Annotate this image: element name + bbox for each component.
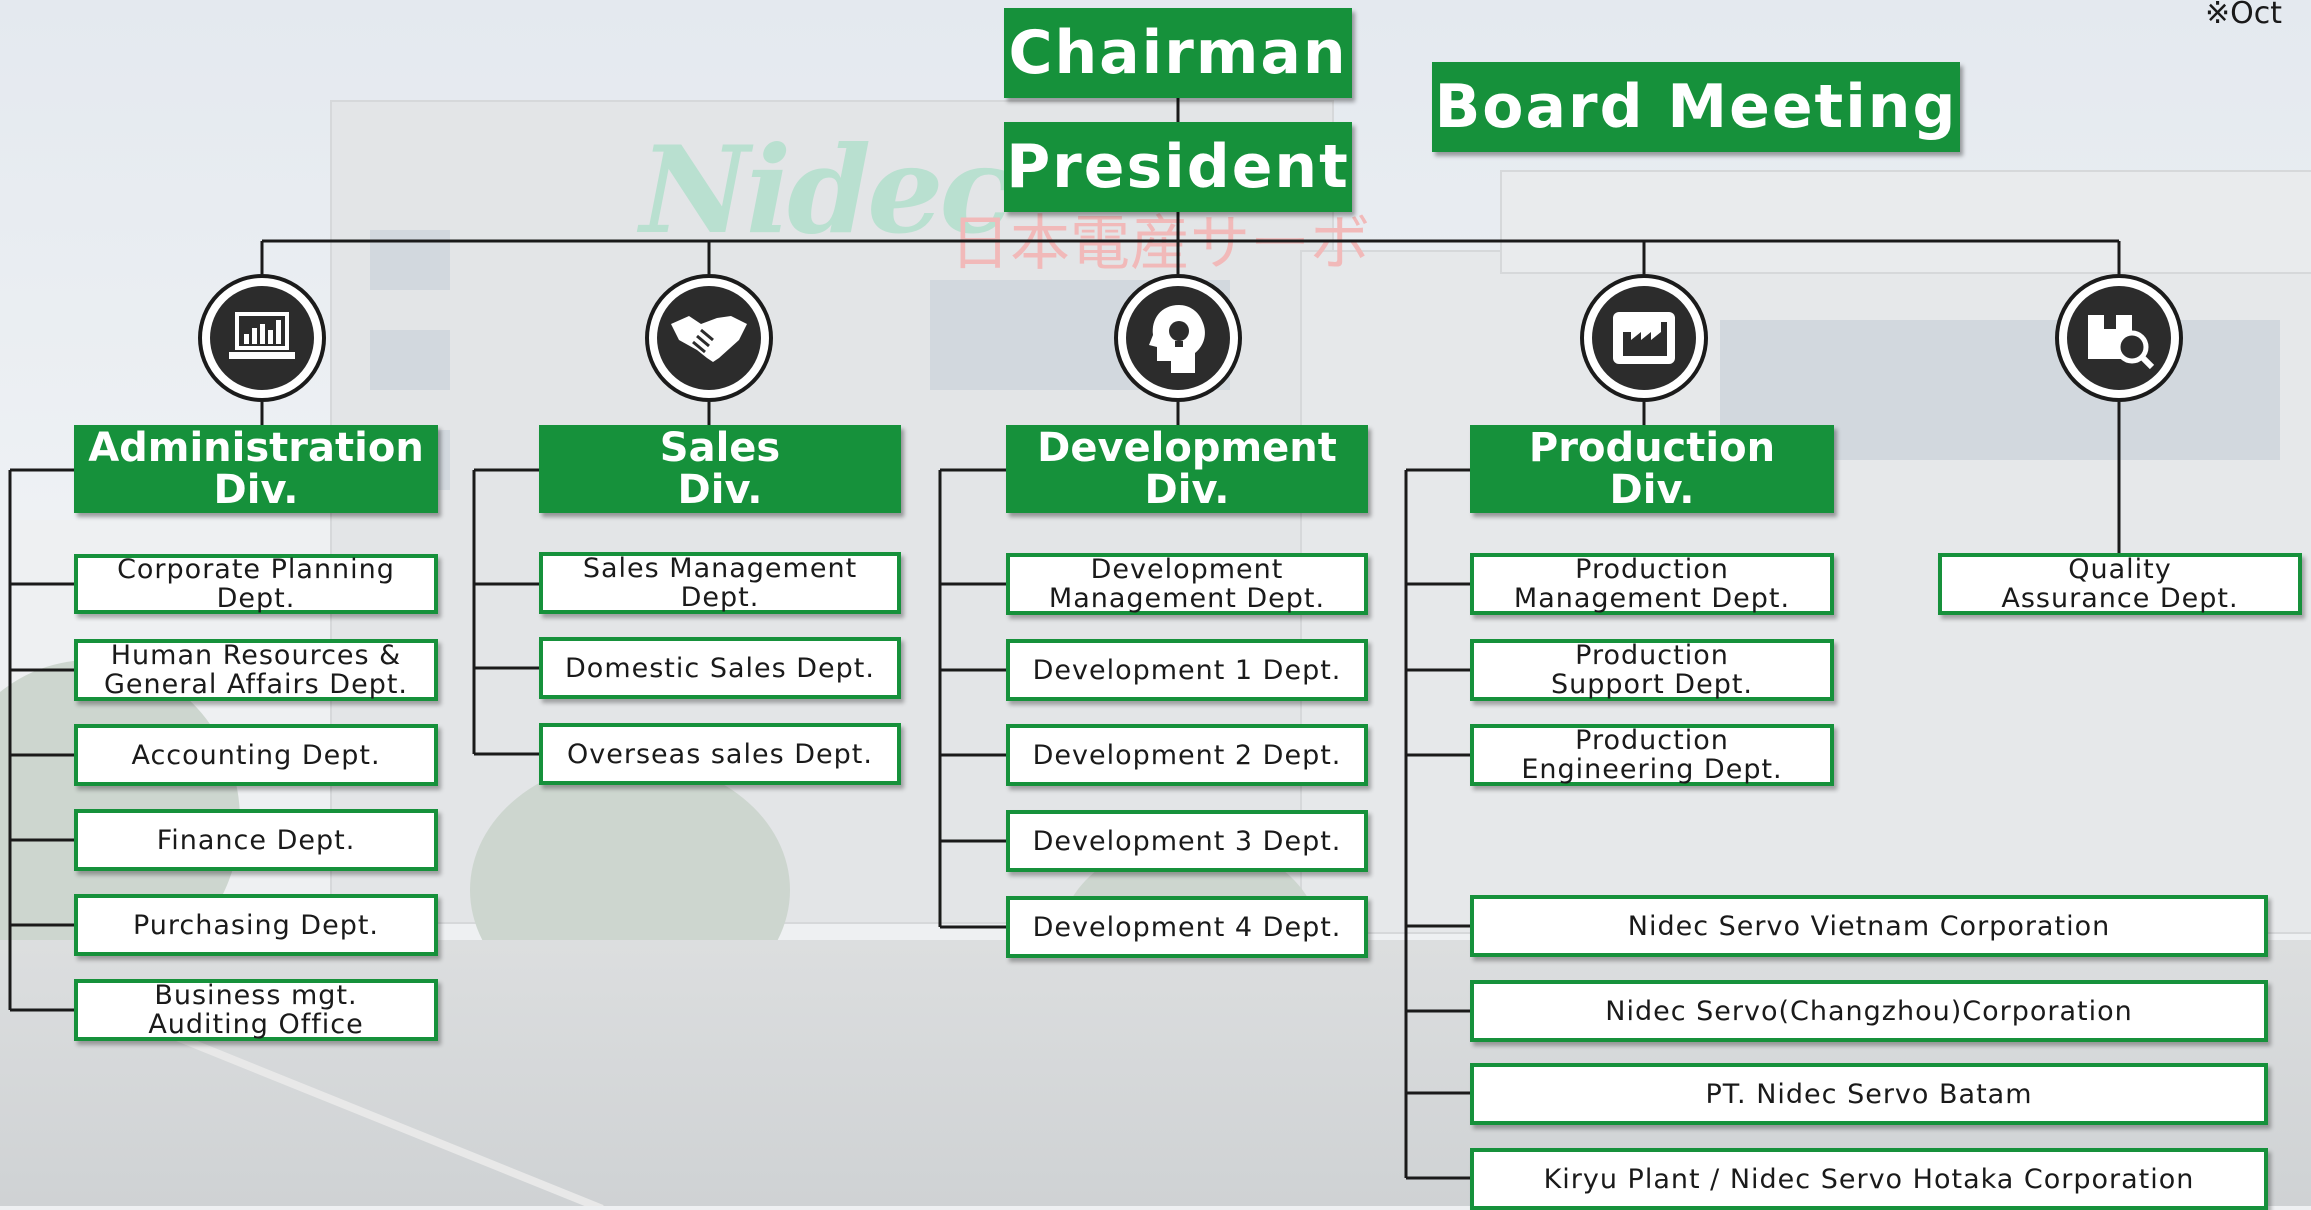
production-div-title-2: Div.	[1609, 467, 1695, 513]
board-meeting-box: Board Meeting	[1432, 62, 1960, 152]
dept-label-line-2: Auditing Office	[148, 1009, 364, 1040]
chairman-label: Chairman	[1008, 18, 1348, 88]
sales-div-box: Sales Div.	[539, 425, 901, 513]
dept-label: Development 1 Dept.	[1032, 654, 1342, 686]
handshake-icon	[657, 286, 761, 390]
box-magnifier-icon	[2067, 286, 2171, 390]
sales-div-title-1: Sales	[659, 425, 781, 471]
dept-label-line-2: Assurance Dept.	[2001, 583, 2239, 614]
dept-label-line-1: Human Resources &	[110, 640, 402, 671]
date-note: ※Oct	[2205, 0, 2283, 31]
dept-domestic-sales: Domestic Sales Dept.	[539, 637, 901, 699]
development-icon-circle	[1114, 274, 1242, 402]
dept-finance: Finance Dept.	[74, 809, 438, 871]
board-meeting-label: Board Meeting	[1434, 72, 1958, 142]
dept-label: Corporate Planning Dept.	[117, 554, 395, 614]
company-label: Nidec Servo(Changzhou)Corporation	[1605, 995, 2133, 1027]
dept-label-line-2: Support Dept.	[1550, 669, 1754, 700]
dept-human-resources: Human Resources & General Affairs Dept.	[74, 639, 438, 701]
dept-label: Overseas sales Dept.	[567, 738, 873, 770]
quality-icon-circle	[2055, 274, 2183, 402]
administration-div-title-2: Div.	[213, 467, 299, 513]
company-vietnam: Nidec Servo Vietnam Corporation	[1470, 895, 2268, 957]
development-div-title-1: Development	[1037, 425, 1337, 471]
dept-corporate-planning: Corporate Planning Dept.	[74, 554, 438, 614]
dept-production-engineering: Production Engineering Dept.	[1470, 724, 1834, 786]
chairman-box: Chairman	[1004, 8, 1352, 98]
sales-div-title-2: Div.	[677, 467, 763, 513]
production-div-title-1: Production	[1528, 425, 1776, 471]
company-kiryu-hotaka: Kiryu Plant / Nidec Servo Hotaka Corpora…	[1470, 1148, 2268, 1210]
factory-icon	[1592, 286, 1696, 390]
dept-label: Development 2 Dept.	[1032, 739, 1342, 771]
dept-overseas-sales: Overseas sales Dept.	[539, 723, 901, 785]
dept-development-2: Development 2 Dept.	[1006, 724, 1368, 786]
dept-label-line-2: Management Dept.	[1048, 583, 1326, 614]
dept-label-line-2: Engineering Dept.	[1521, 754, 1783, 785]
sales-icon-circle	[645, 274, 773, 402]
dept-development-4: Development 4 Dept.	[1006, 896, 1368, 958]
dept-label-line-1: Production	[1575, 554, 1729, 585]
development-div-title-2: Div.	[1144, 467, 1230, 513]
dept-quality-assurance: Quality Assurance Dept.	[1938, 553, 2302, 615]
development-div-box: Development Div.	[1006, 425, 1368, 513]
dept-purchasing: Purchasing Dept.	[74, 894, 438, 956]
dept-label-line-1: Development	[1090, 554, 1284, 585]
dept-label: Finance Dept.	[156, 824, 356, 856]
administration-div-box: Administration Div.	[74, 425, 438, 513]
dept-label: Domestic Sales Dept.	[565, 652, 875, 684]
dept-business-auditing: Business mgt. Auditing Office	[74, 979, 438, 1041]
company-label: Kiryu Plant / Nidec Servo Hotaka Corpora…	[1543, 1163, 2195, 1195]
dept-label-line-2: General Affairs Dept.	[103, 669, 408, 700]
dept-label: Accounting Dept.	[131, 739, 381, 771]
laptop-chart-icon	[210, 286, 314, 390]
dept-sales-management: Sales Management Dept.	[539, 552, 901, 614]
head-lightbulb-icon	[1126, 286, 1230, 390]
president-box: President	[1004, 122, 1352, 212]
dept-label-line-1: Business mgt.	[154, 980, 358, 1011]
dept-production-management: Production Management Dept.	[1470, 553, 1834, 615]
dept-label: Development 4 Dept.	[1032, 911, 1342, 943]
administration-icon-circle	[198, 274, 326, 402]
dept-accounting: Accounting Dept.	[74, 724, 438, 786]
dept-label-line-1: Quality	[2068, 554, 2172, 585]
dept-development-1: Development 1 Dept.	[1006, 639, 1368, 701]
company-label: PT. Nidec Servo Batam	[1705, 1078, 2033, 1110]
dept-development-management: Development Management Dept.	[1006, 553, 1368, 615]
dept-label-line-1: Production	[1575, 640, 1729, 671]
dept-label: Sales Management Dept.	[582, 553, 858, 613]
company-label: Nidec Servo Vietnam Corporation	[1627, 910, 2111, 942]
dept-production-support: Production Support Dept.	[1470, 639, 1834, 701]
dept-label-line-2: Management Dept.	[1513, 583, 1791, 614]
production-icon-circle	[1580, 274, 1708, 402]
president-label: President	[1006, 132, 1350, 202]
administration-div-title-1: Administration	[88, 425, 424, 471]
dept-label-line-1: Production	[1575, 725, 1729, 756]
company-changzhou: Nidec Servo(Changzhou)Corporation	[1470, 980, 2268, 1042]
production-div-box: Production Div.	[1470, 425, 1834, 513]
dept-label: Development 3 Dept.	[1032, 825, 1342, 857]
company-batam: PT. Nidec Servo Batam	[1470, 1063, 2268, 1125]
dept-development-3: Development 3 Dept.	[1006, 810, 1368, 872]
dept-label: Purchasing Dept.	[132, 909, 380, 941]
